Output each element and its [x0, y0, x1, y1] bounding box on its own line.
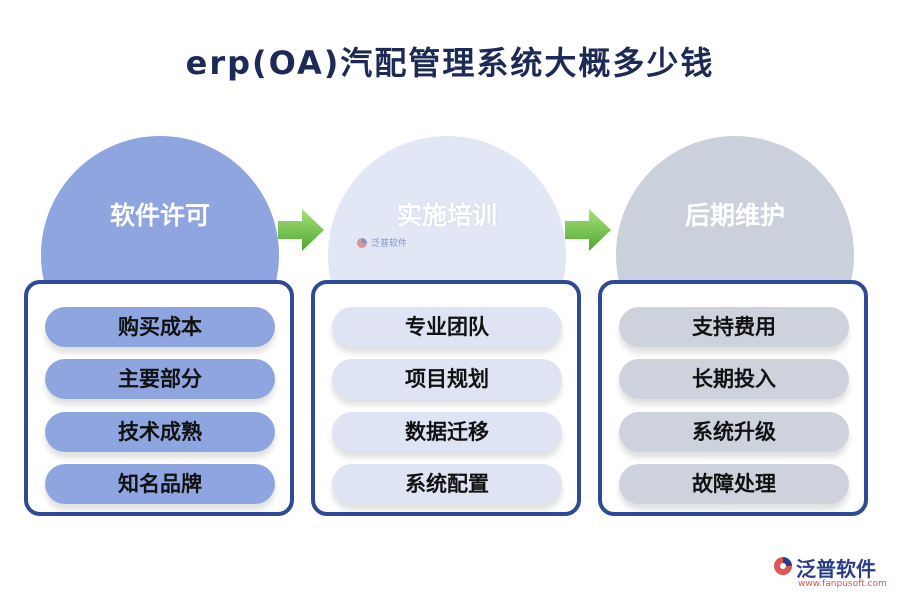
panel-software-license: 购买成本 主要部分 技术成熟 知名品牌 [24, 280, 294, 516]
circle-label: 后期维护 [684, 201, 785, 230]
panel-implementation-training: 专业团队 项目规划 数据迁移 系统配置 [311, 280, 581, 516]
list-item: 技术成熟 [45, 412, 275, 452]
watermark-text: 泛普软件 [371, 239, 408, 249]
list-item: 专业团队 [332, 307, 562, 347]
page-title: erp(OA)汽配管理系统大概多少钱 [185, 44, 715, 82]
watermark-logo-icon [357, 237, 367, 248]
list-item: 项目规划 [332, 359, 562, 399]
list-item: 故障处理 [619, 464, 849, 504]
circle-label: 软件许可 [109, 201, 210, 230]
circle-label: 实施培训 [396, 201, 497, 230]
arrow-right-icon [278, 209, 324, 251]
brand-logo: 泛普软件 www.fanpusoft.com [772, 553, 892, 589]
list-item: 系统升级 [619, 412, 849, 452]
list-item: 知名品牌 [45, 464, 275, 504]
watermark: 泛普软件 [356, 236, 407, 249]
list-item: 长期投入 [619, 359, 849, 399]
brand-url: www.fanpusoft.com [798, 579, 887, 589]
panel-maintenance: 支持费用 长期投入 系统升级 故障处理 [598, 280, 868, 516]
list-item: 系统配置 [332, 464, 562, 504]
brand-logo-icon [774, 557, 792, 575]
arrow-right-icon [565, 209, 611, 251]
list-item: 支持费用 [619, 307, 849, 347]
brand-name: 泛普软件 [796, 557, 876, 581]
list-item: 购买成本 [45, 307, 275, 347]
list-item: 主要部分 [45, 359, 275, 399]
list-item: 数据迁移 [332, 412, 562, 452]
